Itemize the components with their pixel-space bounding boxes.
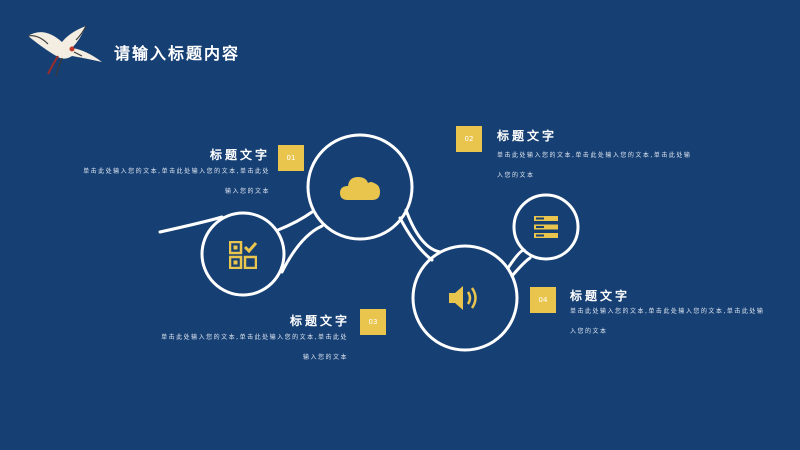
page-title[interactable]: 请输入标题内容 <box>114 44 241 63</box>
qr-grid-icon <box>229 241 257 269</box>
item-body-2[interactable]: 单击此处输入您的文本,单击此处输入您的文本,单击此处输入您的文本 <box>497 152 692 179</box>
circle-4 <box>512 193 580 261</box>
circle-1 <box>200 211 286 297</box>
badge-2: 02 <box>456 126 482 152</box>
badge-1: 01 <box>278 145 304 171</box>
item-title-2[interactable]: 标题文字 <box>497 129 558 143</box>
item-body-4[interactable]: 单击此处输入您的文本,单击此处输入您的文本,单击此处输入您的文本 <box>570 308 765 335</box>
cloud-icon <box>340 177 380 200</box>
item-title-3[interactable]: 标题文字 <box>290 314 351 328</box>
badge-3: 03 <box>360 309 386 335</box>
item-body-3[interactable]: 单击此处输入您的文本,单击此处输入您的文本,单击此处输入您的文本 <box>161 334 348 361</box>
item-body-1[interactable]: 单击此处输入您的文本,单击此处输入您的文本,单击此处输入您的文本 <box>83 168 270 195</box>
circle-2 <box>306 133 414 241</box>
server-icon <box>534 216 558 238</box>
crane-icon <box>27 25 102 77</box>
item-title-4[interactable]: 标题文字 <box>570 289 631 303</box>
circle-3 <box>411 244 519 352</box>
badge-4: 04 <box>530 287 556 313</box>
item-title-1[interactable]: 标题文字 <box>210 148 271 162</box>
speaker-icon <box>449 286 477 310</box>
